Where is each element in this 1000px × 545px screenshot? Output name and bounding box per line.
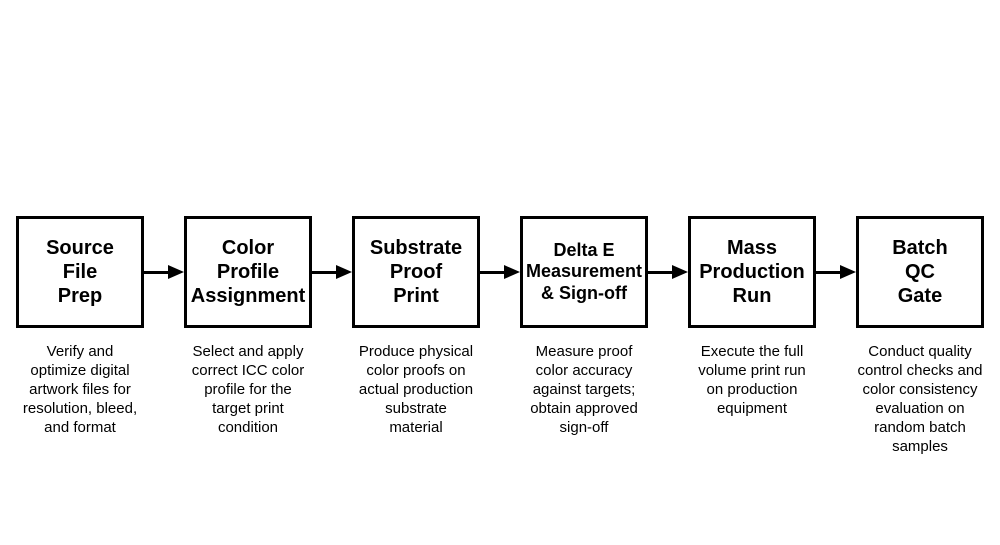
arrow-line (480, 270, 504, 274)
arrow-head-icon (504, 265, 520, 279)
step-description: Execute the full volume print run on pro… (698, 343, 806, 417)
flow-arrow (648, 216, 688, 328)
flow-step-batch-qc-gate: Batch QC Gate Conduct quality control ch… (856, 216, 984, 456)
step-box: Batch QC Gate (856, 216, 984, 328)
step-title: Batch QC Gate (892, 237, 948, 307)
flow-arrow (144, 216, 184, 328)
step-title: Color Profile Assignment (190, 237, 306, 307)
flow-step-substrate-proof-print: Substrate Proof Print Produce physical c… (352, 216, 480, 437)
arrow-head-icon (336, 265, 352, 279)
arrow-head-icon (168, 265, 184, 279)
step-description: Conduct quality control checks and color… (857, 343, 983, 455)
step-description: Select and apply correct ICC color profi… (191, 343, 305, 436)
flow-arrow (480, 216, 520, 328)
arrow-line (648, 270, 672, 274)
arrow-line (816, 270, 840, 274)
arrow-head-icon (840, 265, 856, 279)
step-description: Measure proof color accuracy against tar… (530, 343, 638, 436)
step-box: Mass Production Run (688, 216, 816, 328)
arrow-head-icon (672, 265, 688, 279)
arrow-line (312, 270, 336, 274)
step-description: Produce physical color proofs on actual … (358, 343, 474, 436)
flow-arrow (816, 216, 856, 328)
step-title: Delta E Measurement & Sign-off (525, 239, 643, 303)
step-box: Color Profile Assignment (184, 216, 312, 328)
flow-step-mass-production-run: Mass Production Run Execute the full vol… (688, 216, 816, 418)
process-flowchart: Source File Prep Verify and optimize dig… (16, 216, 984, 456)
step-title: Mass Production Run (699, 237, 805, 307)
arrow-line (144, 270, 168, 274)
flow-arrow (312, 216, 352, 328)
step-description: Verify and optimize digital artwork file… (22, 343, 138, 436)
step-title: Substrate Proof Print (369, 237, 463, 307)
step-box: Substrate Proof Print (352, 216, 480, 328)
step-box: Source File Prep (16, 216, 144, 328)
flow-step-source-file-prep: Source File Prep Verify and optimize dig… (16, 216, 144, 437)
step-box: Delta E Measurement & Sign-off (520, 216, 648, 328)
flow-step-color-profile-assignment: Color Profile Assignment Select and appl… (184, 216, 312, 437)
step-title: Source File Prep (46, 237, 114, 307)
flow-step-delta-e-measurement: Delta E Measurement & Sign-off Measure p… (520, 216, 648, 437)
